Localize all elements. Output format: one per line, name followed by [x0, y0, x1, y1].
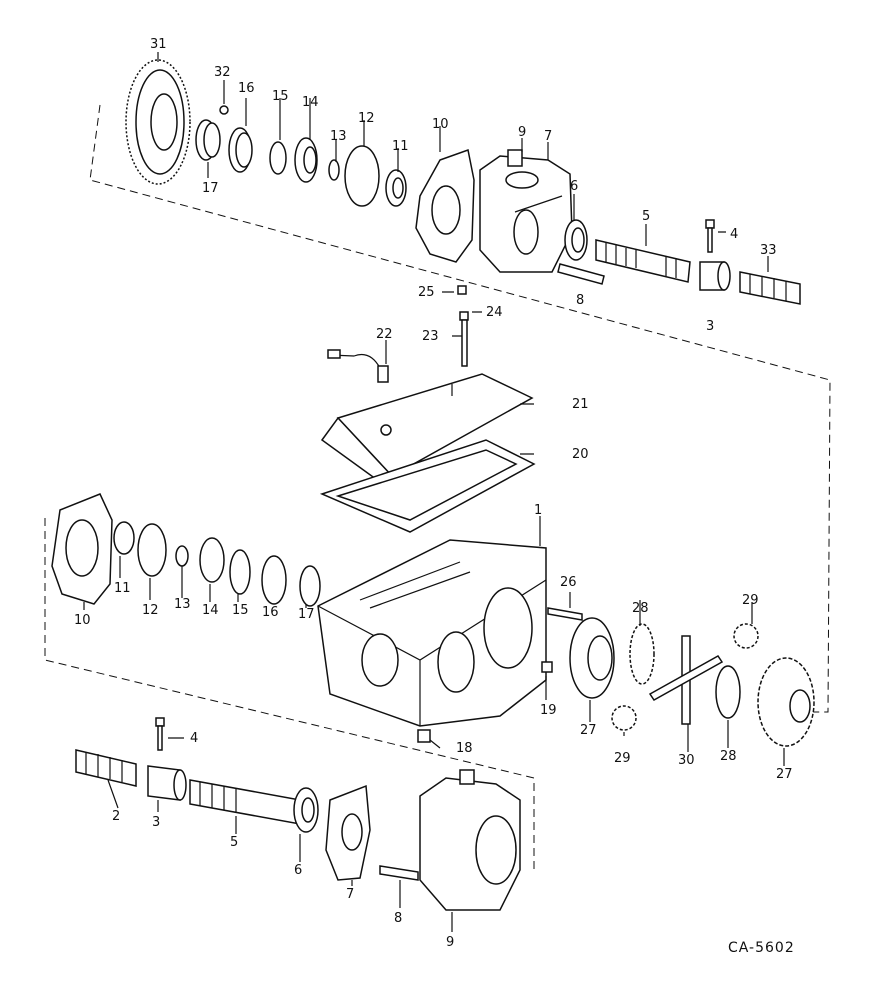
cover-group	[319, 285, 536, 533]
callout-13-lower: 13	[174, 597, 191, 612]
callout-23: 23	[422, 329, 439, 344]
callout-9: 9	[518, 125, 526, 140]
callout-31: 31	[150, 37, 167, 52]
callout-28-bottom: 28	[720, 749, 737, 764]
callout-32: 32	[214, 65, 231, 80]
ball-bearing	[294, 137, 318, 183]
callout-29-top: 29	[742, 593, 759, 608]
snap-ring	[269, 141, 287, 175]
callout-5-lower: 5	[230, 835, 238, 850]
bull-gear	[125, 59, 191, 185]
bearing-cup	[228, 127, 253, 173]
callout-15: 15	[272, 89, 289, 104]
callout-3: 3	[706, 319, 714, 334]
o-ring	[344, 145, 380, 207]
callout-8: 8	[576, 293, 584, 308]
callout-20: 20	[572, 447, 589, 462]
callout-30: 30	[678, 753, 695, 768]
callout-4-lower: 4	[190, 731, 198, 746]
callout-24: 24	[486, 305, 503, 320]
callout-6: 6	[570, 179, 578, 194]
spacer-ring	[328, 159, 340, 181]
callout-33: 33	[760, 243, 777, 258]
differential-group	[417, 607, 815, 747]
callout-17-lower: 17	[298, 607, 315, 622]
callout-labels: 31 32 16 15 14 12 13 11 10 9 7 6 5 4 33 …	[74, 37, 793, 950]
callout-28-top: 28	[632, 601, 649, 616]
callout-13: 13	[330, 129, 347, 144]
callout-1: 1	[534, 503, 542, 518]
callout-11: 11	[392, 139, 409, 154]
callout-12-lower: 12	[142, 603, 159, 618]
callout-17: 17	[202, 181, 219, 196]
housing-seal	[564, 219, 588, 261]
callout-19: 19	[540, 703, 557, 718]
callout-25: 25	[418, 285, 435, 300]
oil-seal	[385, 169, 407, 207]
coupling-sleeve	[699, 261, 731, 291]
top-axle-assembly	[125, 59, 801, 305]
callout-6-lower: 6	[294, 863, 302, 878]
callout-14-lower: 14	[202, 603, 219, 618]
callout-27-left: 27	[580, 723, 597, 738]
callout-2: 2	[112, 809, 120, 824]
callout-7-lower: 7	[346, 887, 354, 902]
callout-21: 21	[572, 397, 589, 412]
assembly-guide-lines	[44, 104, 831, 870]
callout-3-lower: 3	[152, 815, 160, 830]
callout-8-lower: 8	[394, 911, 402, 926]
callout-26: 26	[560, 575, 577, 590]
callout-29-bottom: 29	[614, 751, 631, 766]
spline-shaft	[739, 271, 801, 305]
transmission-case	[317, 539, 547, 727]
callout-9-lower: 9	[446, 935, 454, 950]
callout-11-lower: 11	[114, 581, 131, 596]
callout-22: 22	[376, 327, 393, 342]
axle-shaft	[595, 239, 691, 283]
callout-10-lower: 10	[74, 613, 91, 628]
callout-12: 12	[358, 111, 375, 126]
bottom-axle-assembly	[75, 717, 521, 911]
callout-27-right: 27	[776, 767, 793, 782]
bearing-cone	[195, 119, 221, 161]
callout-5: 5	[642, 209, 650, 224]
callout-18: 18	[456, 741, 473, 756]
callout-4: 4	[730, 227, 738, 242]
callout-15-lower: 15	[232, 603, 249, 618]
callout-10: 10	[432, 117, 449, 132]
bolt	[705, 219, 715, 253]
dowel-pin	[557, 263, 605, 285]
drawing-code: CA-5602	[728, 940, 795, 956]
callout-7: 7	[544, 129, 552, 144]
callout-14: 14	[302, 95, 319, 110]
nut-part	[219, 105, 229, 115]
callout-16-lower: 16	[262, 605, 279, 620]
callout-leaders	[83, 52, 785, 932]
left-bearing-stack	[51, 493, 321, 607]
axle-housing	[479, 149, 573, 273]
callout-16: 16	[238, 81, 255, 96]
